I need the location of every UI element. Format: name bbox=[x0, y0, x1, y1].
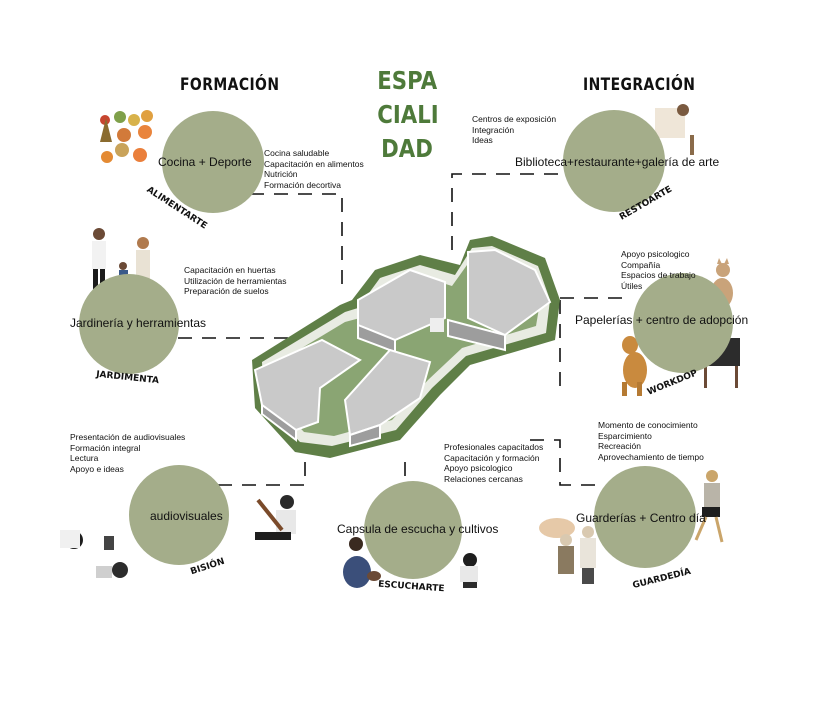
elderly-couple-icon bbox=[539, 518, 596, 584]
note-line: Relaciones cercanas bbox=[444, 473, 523, 484]
note-line: Útiles bbox=[621, 280, 643, 291]
node-alimentarte-circle bbox=[162, 111, 264, 213]
note-line: Espacios de trabajo bbox=[621, 270, 696, 280]
note-line: Ideas bbox=[472, 135, 493, 145]
note-line: Recreación bbox=[598, 441, 641, 451]
node-bision-circle bbox=[129, 465, 229, 565]
node-jardimenta-label: Jardinería y herramientas bbox=[70, 316, 207, 330]
note-line: Nutrición bbox=[264, 169, 298, 179]
node-workdop-label: Papelerías + centro de adopción bbox=[575, 313, 749, 327]
note-line: Capacitación en alimentos bbox=[264, 158, 364, 169]
note-line: Esparcimiento bbox=[598, 430, 652, 441]
node-guardedia-label: Guarderías + Centro día bbox=[576, 511, 706, 525]
note-line: Aprovechamiento de tiempo bbox=[598, 451, 704, 462]
note-line: Capacitación y formación bbox=[444, 452, 540, 463]
note-line: Profesionales capacitados bbox=[444, 442, 544, 452]
node-workdop-circle bbox=[633, 273, 733, 373]
guitar-player-icon bbox=[255, 495, 296, 540]
title-line-3: DAD bbox=[381, 134, 433, 163]
note-line: Apoyo e ideas bbox=[70, 463, 124, 474]
title-line-1: ESPA bbox=[377, 66, 438, 95]
note-line: Lectura bbox=[70, 453, 99, 463]
note-line: Apoyo psicologico bbox=[621, 249, 690, 259]
person-crouching-icon bbox=[460, 553, 478, 588]
connector-lines bbox=[178, 173, 625, 486]
note-line: Cocina saludable bbox=[264, 148, 330, 158]
note-line: Integración bbox=[472, 124, 515, 135]
note-line: Centros de exposición bbox=[472, 114, 557, 124]
note-line: Capacitación en huertas bbox=[184, 265, 276, 275]
note-line: Utilización de herramientas bbox=[184, 275, 287, 286]
note-line: Apoyo psicologico bbox=[444, 463, 513, 473]
building-blocks bbox=[253, 248, 552, 448]
node-escucharte-circle bbox=[364, 481, 462, 579]
note-line: Formación decortiva bbox=[264, 179, 342, 190]
title-line-2: CIALI bbox=[377, 100, 439, 129]
people-at-table-icon bbox=[60, 530, 128, 578]
node-guardedia-circle bbox=[594, 466, 696, 568]
site-model bbox=[252, 236, 560, 458]
fruit-basket-icon bbox=[100, 110, 153, 163]
note-line: Formación integral bbox=[70, 442, 141, 453]
node-bision-label: audiovisuales bbox=[150, 509, 223, 523]
girl-walking-icon bbox=[694, 470, 724, 543]
node-alimentarte-label: Cocina + Deporte bbox=[158, 155, 252, 169]
dog-icon bbox=[622, 336, 647, 396]
node-escucharte-label: Capsula de escucha y cultivos bbox=[337, 522, 499, 536]
node-jardimenta-circle bbox=[79, 274, 179, 374]
heading-formacion: FORMACIÓN bbox=[180, 75, 280, 95]
heading-integracion: INTEGRACIÓN bbox=[583, 75, 696, 95]
node-restoarte-circle bbox=[563, 110, 665, 212]
page-title: ESPA CIALI DAD bbox=[372, 64, 442, 166]
note-line: Preparación de suelos bbox=[184, 286, 269, 296]
note-line: Presentación de audiovisuales bbox=[70, 432, 186, 442]
woman-with-basket-icon bbox=[343, 537, 381, 588]
node-restoarte-label: Biblioteca+restaurante+galería de arte bbox=[515, 155, 720, 169]
note-line: Compañía bbox=[621, 259, 661, 270]
note-line: Momento de conocimiento bbox=[598, 420, 698, 430]
